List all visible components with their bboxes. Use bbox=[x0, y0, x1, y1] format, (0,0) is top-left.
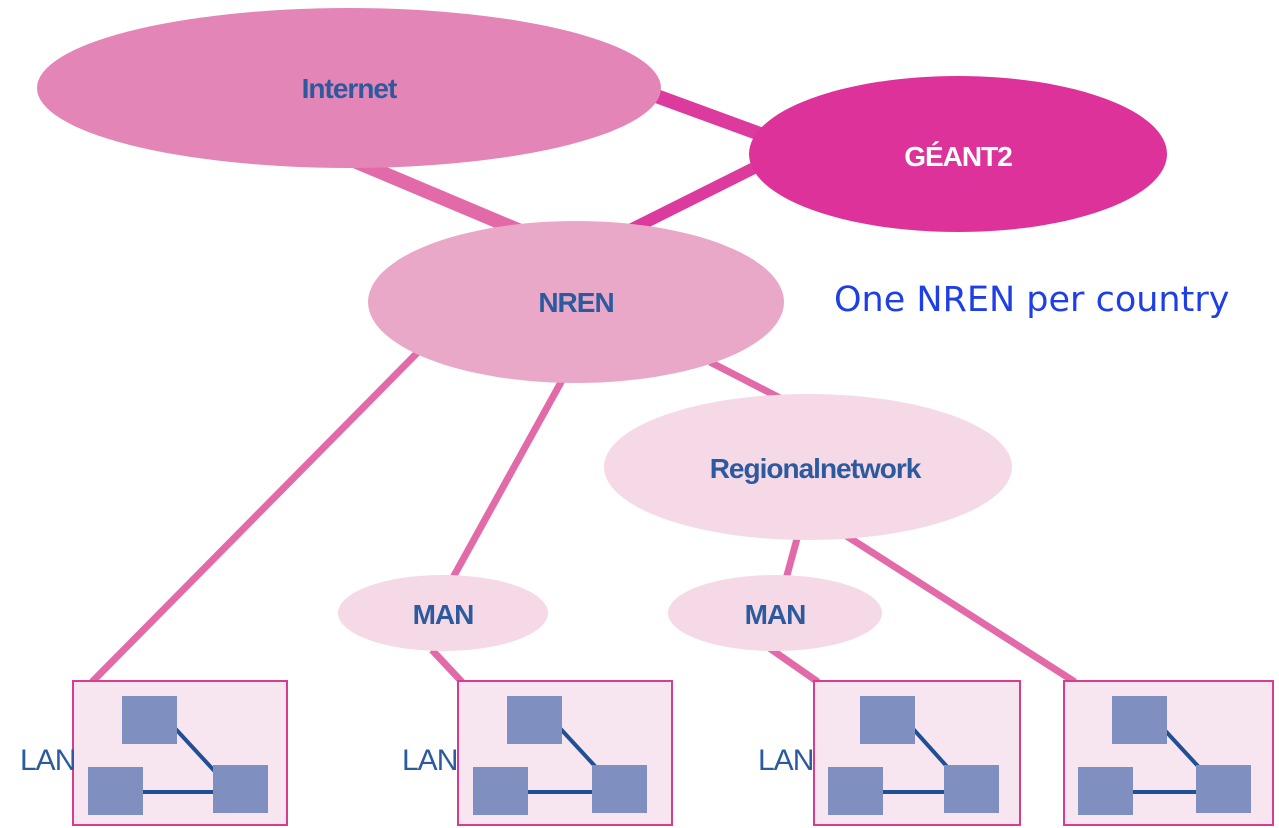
nren-ellipse bbox=[368, 221, 784, 383]
man-right-label: MAN bbox=[745, 599, 806, 630]
lan-box-3-node-left bbox=[828, 767, 883, 815]
link-nren-lan1 bbox=[89, 347, 423, 685]
lan-box-3-node-top bbox=[860, 696, 915, 744]
regional-label: Regionalnetwork bbox=[710, 453, 922, 484]
node-regional-network: Regionalnetwork bbox=[604, 394, 1012, 540]
link-regional-lan4 bbox=[843, 532, 1077, 685]
node-internet: Internet bbox=[37, 8, 661, 168]
man-right-ellipse bbox=[668, 575, 882, 651]
lan-label-1: LAN bbox=[20, 744, 75, 777]
link-geant-nren bbox=[627, 159, 763, 236]
lan-label-2: LAN bbox=[402, 744, 457, 777]
man-left-ellipse bbox=[338, 575, 548, 651]
lan-box-2-node-right bbox=[592, 765, 647, 813]
link-man-left-lan2 bbox=[429, 647, 465, 685]
nren-per-country-note: One NREN per country bbox=[834, 280, 1230, 320]
lan-box-3 bbox=[813, 680, 1021, 826]
lan-label-3: LAN bbox=[758, 744, 813, 777]
man-left-label: MAN bbox=[413, 599, 474, 630]
lan-box-4-node-right bbox=[1196, 765, 1251, 813]
lan-box-1 bbox=[72, 680, 288, 826]
lan-box-4-node-left bbox=[1078, 767, 1133, 815]
lan-box-2 bbox=[457, 680, 673, 826]
lan-box-1-node-right bbox=[213, 765, 268, 813]
link-internet-nren bbox=[337, 148, 533, 242]
lan-box-2-node-left bbox=[473, 767, 528, 815]
regional-ellipse bbox=[604, 394, 1012, 540]
geant2-label: GÉANT2 bbox=[904, 141, 1012, 172]
internet-ellipse bbox=[37, 8, 661, 168]
geant2-ellipse bbox=[749, 76, 1167, 232]
node-man-right: MAN bbox=[668, 575, 882, 651]
links bbox=[89, 83, 1077, 685]
nren-label: NREN bbox=[538, 287, 613, 318]
internet-label: Internet bbox=[302, 73, 397, 104]
lan-box-4-node-top bbox=[1112, 696, 1167, 744]
link-nren-man-left bbox=[441, 373, 569, 594]
node-nren: NREN bbox=[368, 221, 784, 383]
node-man-left: MAN bbox=[338, 575, 548, 651]
link-nren-regional bbox=[708, 358, 782, 402]
lan-box-2-node-top bbox=[507, 696, 562, 744]
node-geant2: GÉANT2 bbox=[749, 76, 1167, 232]
lan-box-1-node-left bbox=[88, 767, 143, 815]
lan-box-1-node-top bbox=[122, 696, 177, 744]
lan-box-3-node-right bbox=[944, 765, 999, 813]
lan-box-4 bbox=[1063, 680, 1274, 826]
link-man-right-lan3 bbox=[762, 642, 821, 685]
